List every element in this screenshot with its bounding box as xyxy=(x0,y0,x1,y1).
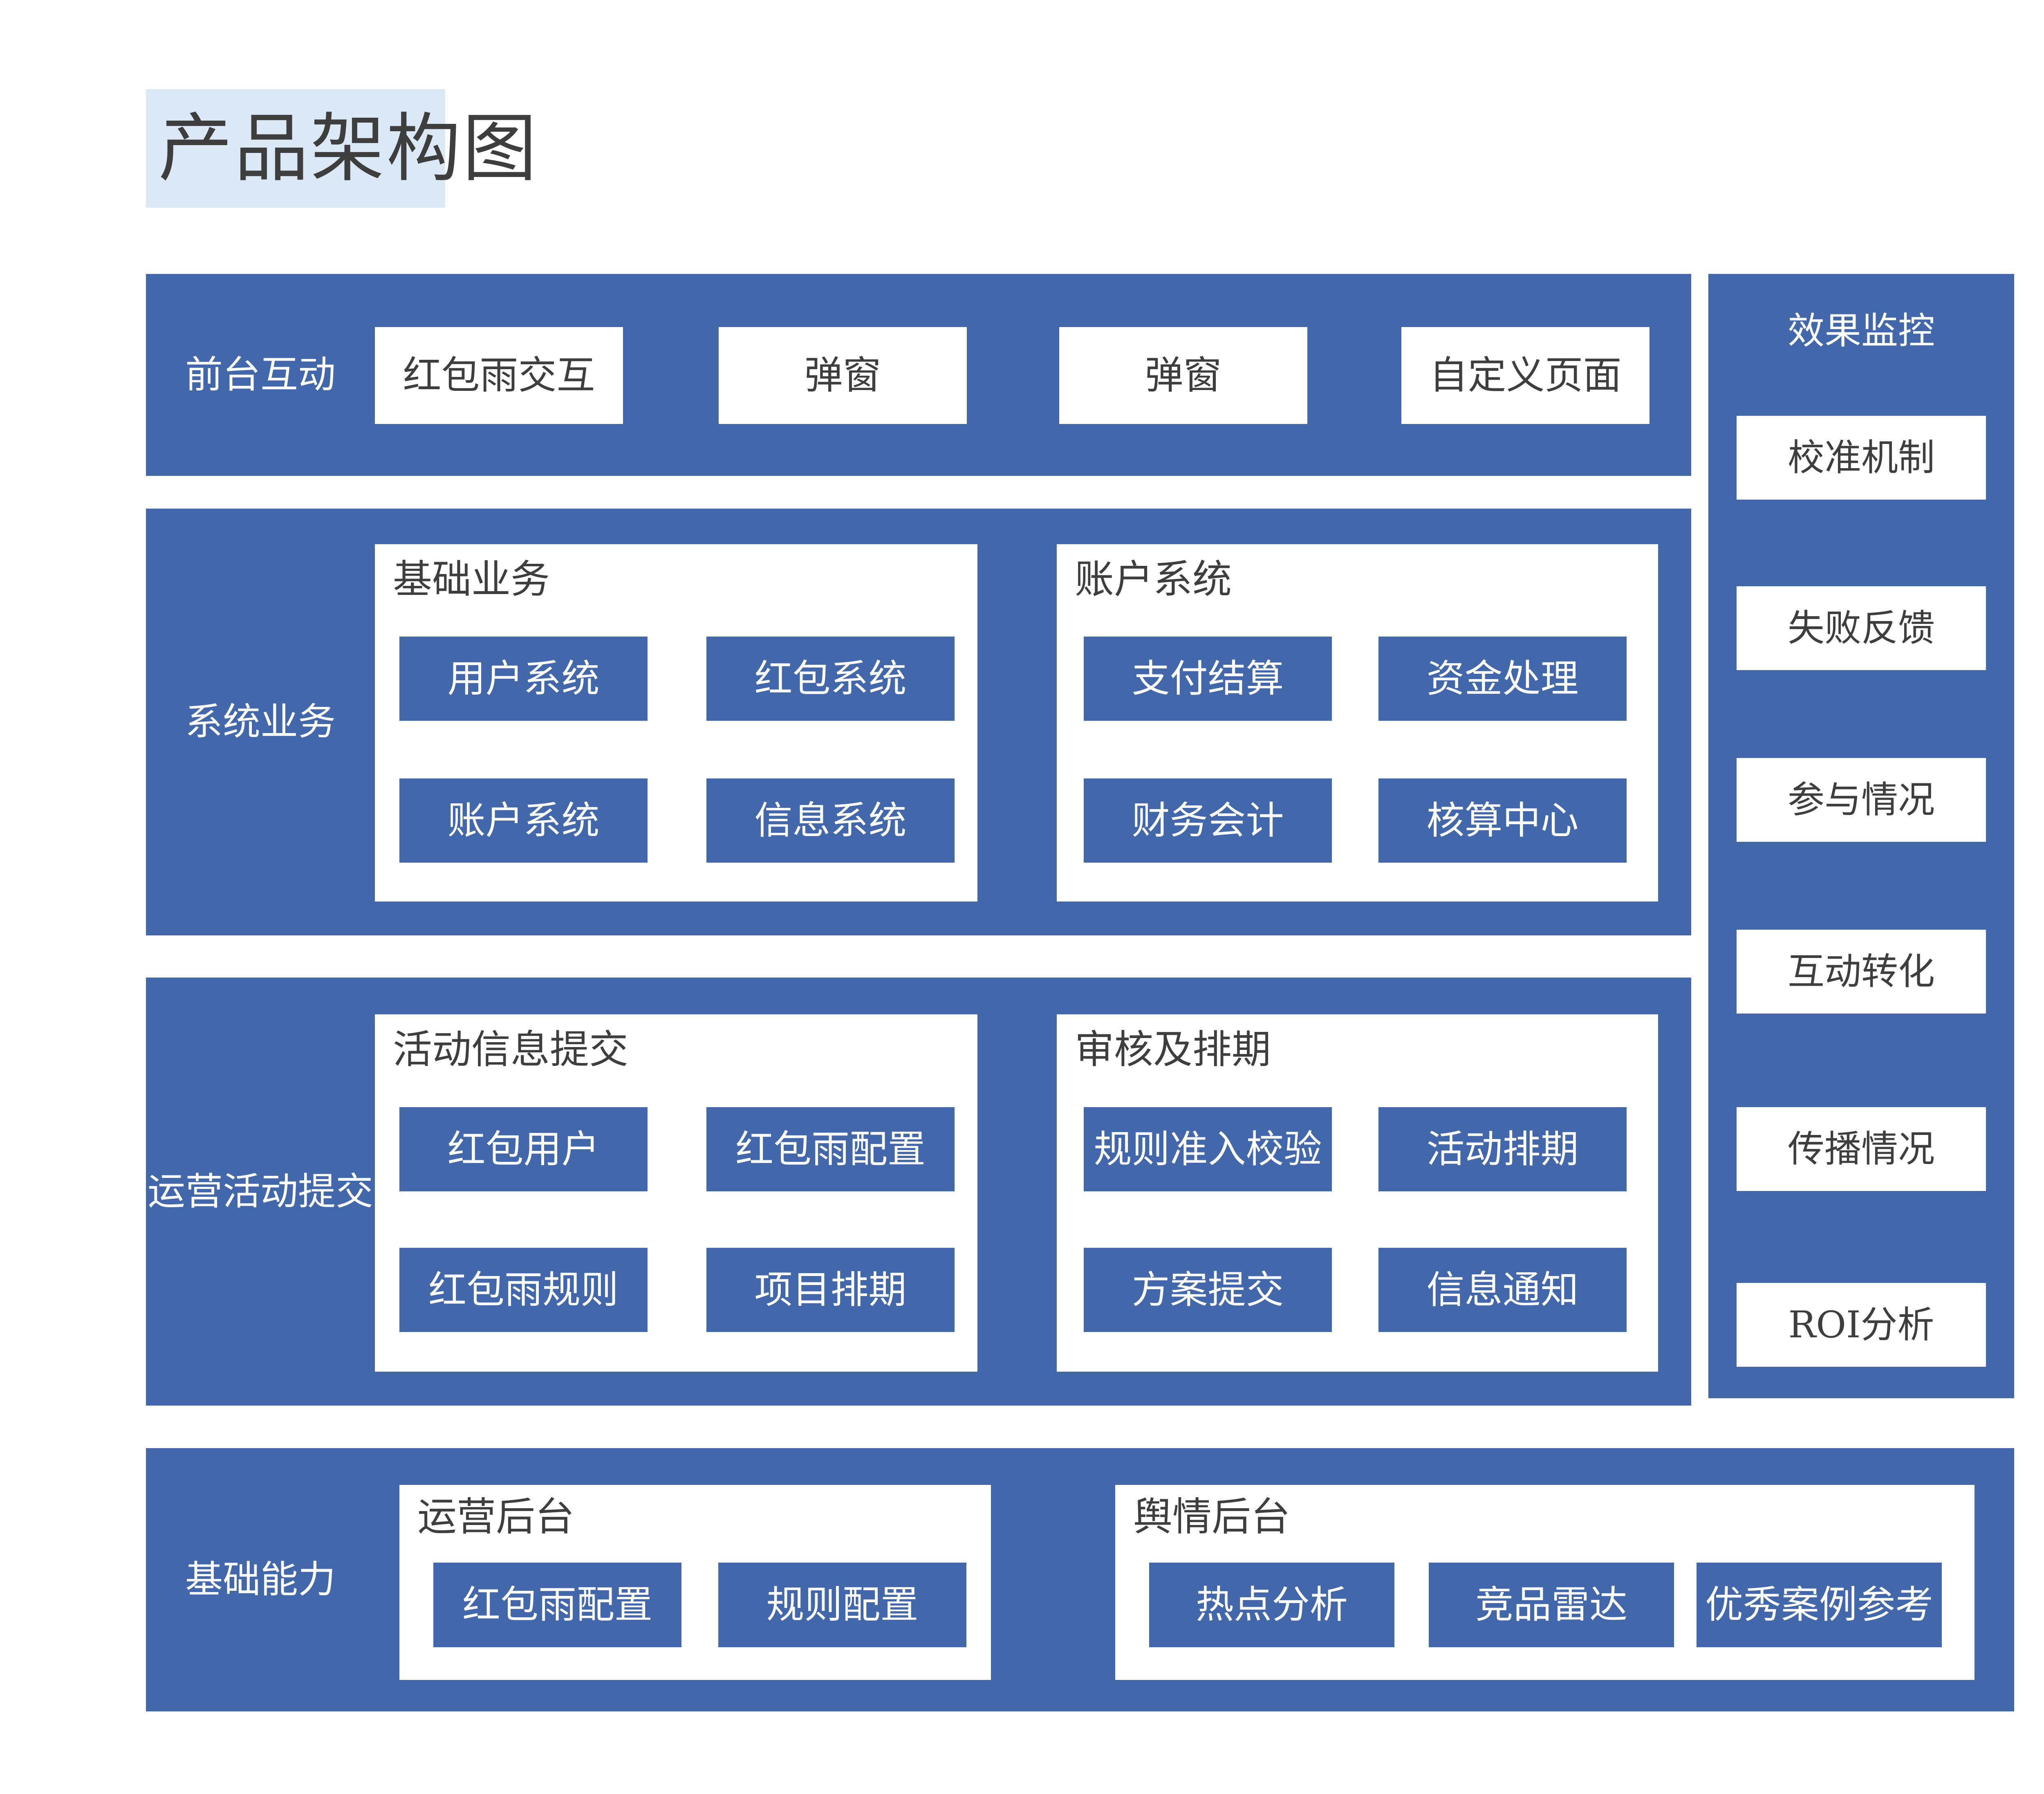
diagram-box-redpacket-rain-config-backend: 红包雨配置 xyxy=(433,1563,681,1647)
diagram-box-hotspot-analysis: 热点分析 xyxy=(1149,1563,1394,1647)
diagram-box-fund-processing: 资金处理 xyxy=(1378,637,1627,721)
diagram-box-interaction-conversion: 互动转化 xyxy=(1737,930,1986,1014)
diagram-box-rule-config: 规则配置 xyxy=(718,1563,966,1647)
diagram-box-plan-submission: 方案提交 xyxy=(1084,1248,1332,1332)
section-label-effect-monitoring: 效果监控 xyxy=(1788,309,1935,352)
section-label-operation-activity-submission: 运营活动提交 xyxy=(147,1169,373,1213)
panel-account-system: 账户系统 支付结算 资金处理 财务会计 核算中心 xyxy=(1057,544,1658,901)
panel-operation-backend: 运营后台 红包雨配置 规则配置 xyxy=(399,1485,991,1680)
diagram-box-account-system: 账户系统 xyxy=(399,778,648,863)
panel-title-review-and-schedule: 审核及排期 xyxy=(1075,1027,1271,1072)
panel-title-activity-info-submission: 活动信息提交 xyxy=(393,1027,628,1072)
diagram-box-popup-2: 弹窗 xyxy=(1059,327,1307,424)
section-basic-capability: 基础能力 运营后台 红包雨配置 规则配置 舆情后台 热点分析 竞品雷达 优秀案例… xyxy=(146,1448,2014,1711)
diagram-box-redpacket-rain-rules: 红包雨规则 xyxy=(399,1248,648,1332)
section-label-basic-capability: 基础能力 xyxy=(185,1558,336,1601)
diagram-box-activity-schedule: 活动排期 xyxy=(1378,1107,1627,1191)
diagram-box-redpacket-rain-config: 红包雨配置 xyxy=(706,1107,955,1191)
diagram-box-rule-admission-check: 规则准入校验 xyxy=(1084,1107,1332,1191)
diagram-box-propagation-status: 传播情况 xyxy=(1737,1107,1986,1191)
panel-public-opinion-backend: 舆情后台 热点分析 竞品雷达 优秀案例参考 xyxy=(1115,1485,1975,1680)
diagram-box-financial-accounting: 财务会计 xyxy=(1084,778,1332,863)
diagram-box-custom-page: 自定义页面 xyxy=(1401,327,1650,424)
diagram-box-participation-status: 参与情况 xyxy=(1737,758,1986,842)
panel-title-account-system: 账户系统 xyxy=(1075,556,1232,602)
diagram-box-info-system: 信息系统 xyxy=(706,778,955,863)
panel-review-and-schedule: 审核及排期 规则准入校验 活动排期 方案提交 信息通知 xyxy=(1057,1014,1658,1372)
section-effect-monitoring: 效果监控 校准机制 失败反馈 参与情况 互动转化 传播情况 ROI分析 xyxy=(1708,274,2014,1398)
diagram-box-redpacket-user: 红包用户 xyxy=(399,1107,648,1191)
panel-basic-business: 基础业务 用户系统 红包系统 账户系统 信息系统 xyxy=(375,544,977,901)
panel-title-basic-business: 基础业务 xyxy=(393,556,550,602)
diagram-box-payment-settlement: 支付结算 xyxy=(1084,637,1332,721)
panel-activity-info-submission: 活动信息提交 红包用户 红包雨配置 红包雨规则 项目排期 xyxy=(375,1014,977,1372)
page-title: 产品架构图 xyxy=(146,89,537,208)
section-system-business: 系统业务 基础业务 用户系统 红包系统 账户系统 信息系统 账户系统 支付结算 … xyxy=(146,509,1691,935)
diagram-box-calibration-mechanism: 校准机制 xyxy=(1737,416,1986,500)
diagram-box-redpacket-system: 红包系统 xyxy=(706,637,955,721)
section-operation-activity-submission: 运营活动提交 活动信息提交 红包用户 红包雨配置 红包雨规则 项目排期 审核及排… xyxy=(146,978,1691,1406)
panel-title-public-opinion-backend: 舆情后台 xyxy=(1133,1494,1290,1540)
diagram-box-failure-feedback: 失败反馈 xyxy=(1737,586,1986,670)
diagram-box-accounting-center: 核算中心 xyxy=(1378,778,1627,863)
panel-title-operation-backend: 运营后台 xyxy=(417,1494,574,1540)
section-label-system-business: 系统业务 xyxy=(185,700,336,744)
diagram-box-excellent-case-reference: 优秀案例参考 xyxy=(1697,1563,1942,1647)
diagram-box-project-schedule: 项目排期 xyxy=(706,1248,955,1332)
diagram-box-user-system: 用户系统 xyxy=(399,637,648,721)
diagram-box-roi-analysis: ROI分析 xyxy=(1737,1283,1986,1367)
diagram-box-popup-1: 弹窗 xyxy=(719,327,967,424)
section-front-interaction: 前台互动 红包雨交互 弹窗 弹窗 自定义页面 xyxy=(146,274,1691,476)
diagram-box-redpacket-rain-interaction: 红包雨交互 xyxy=(375,327,623,424)
diagram-box-competitor-radar: 竞品雷达 xyxy=(1429,1563,1674,1647)
diagram-box-info-notification: 信息通知 xyxy=(1378,1248,1627,1332)
section-label-front-interaction: 前台互动 xyxy=(185,353,336,397)
